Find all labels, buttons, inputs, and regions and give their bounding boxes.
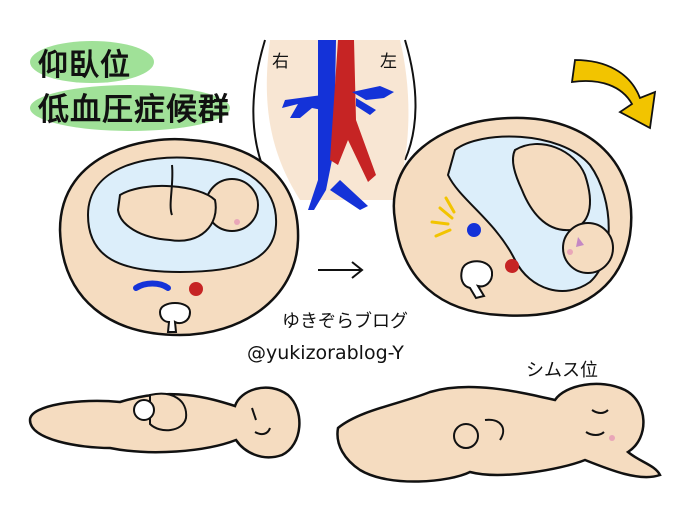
rotation-arrow (570, 59, 657, 130)
supine-body (28, 386, 301, 459)
aorta (330, 40, 394, 182)
title-line-1: 仰臥位 (38, 48, 131, 83)
fetus-lateral (512, 143, 614, 274)
transition-arrow (318, 261, 364, 279)
spine-lateral (460, 260, 494, 300)
vena-cava (282, 40, 368, 210)
sims-position-body (336, 382, 662, 483)
credit-blog-name: ゆきぞらブログ (282, 311, 408, 332)
credit-handle: @yukizorablog-Y (247, 342, 404, 364)
title-line-2: 低血圧症候群 (38, 92, 230, 128)
pose-label: シムス位 (526, 360, 598, 381)
vessel-label-left: 左 (380, 52, 397, 72)
vessel-diagram (252, 39, 417, 210)
vessel-label-right: 右 (272, 52, 289, 72)
supine-cross-section (58, 137, 300, 337)
title-highlight (30, 41, 230, 131)
lateral-cross-section (392, 116, 633, 317)
emphasis-marks (430, 196, 456, 238)
fetus (116, 164, 259, 242)
